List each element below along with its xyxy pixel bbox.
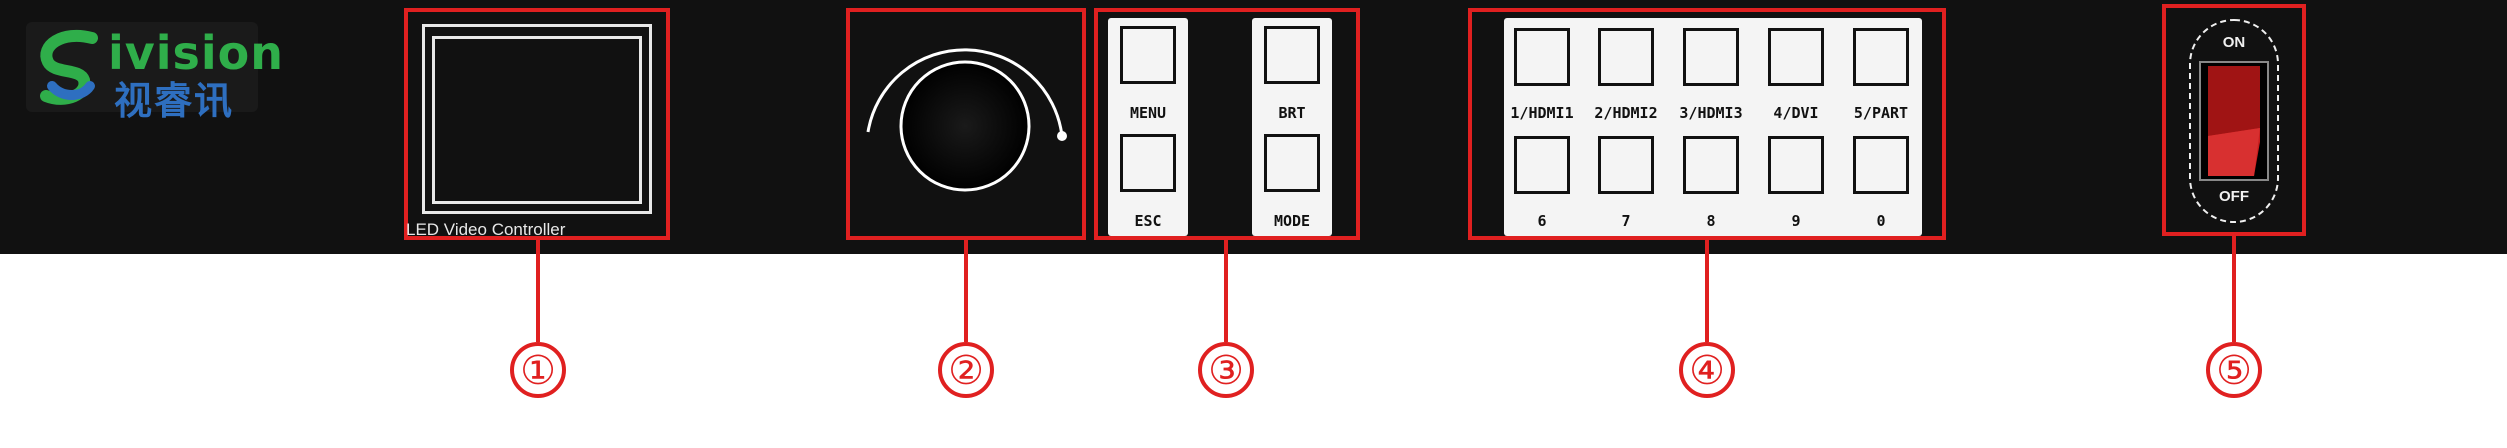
mode-key[interactable] [1264, 134, 1320, 192]
input-key-4-label: 4/DVI [1773, 104, 1819, 122]
callout-number-4: ④ [1679, 342, 1735, 398]
input-key-1-label: 1/HDMI1 [1510, 104, 1574, 122]
input-key-5-label: 5/PART [1853, 104, 1909, 122]
callout-number-3: ③ [1198, 342, 1254, 398]
input-key-5[interactable] [1853, 28, 1909, 86]
input-key-1[interactable] [1514, 28, 1570, 86]
callout-number-1: ① [510, 342, 566, 398]
callout-line-5 [2232, 236, 2236, 342]
input-key-2[interactable] [1598, 28, 1654, 86]
number-key-8-label: 8 [1706, 212, 1716, 230]
mode-key-label: MODE [1273, 212, 1311, 230]
number-key-6-label: 6 [1537, 212, 1547, 230]
knob-dial [899, 60, 1031, 192]
menu-key-label: MENU [1129, 104, 1167, 122]
brt-key[interactable] [1264, 26, 1320, 84]
function-keys-highlight-box [1094, 8, 1360, 240]
lcd-screen-frame [422, 24, 652, 214]
number-key-0[interactable] [1853, 136, 1909, 194]
number-key-0-label: 0 [1876, 212, 1886, 230]
lcd-label: LED Video Controller [406, 220, 566, 239]
menu-key[interactable] [1120, 26, 1176, 84]
logo-brand-text: ivision [108, 26, 285, 80]
callout-number-2: ② [938, 342, 994, 398]
number-key-7-label: 7 [1621, 212, 1631, 230]
number-key-7[interactable] [1598, 136, 1654, 194]
callout-number-5: ⑤ [2206, 342, 2262, 398]
number-key-6[interactable] [1514, 136, 1570, 194]
callout-line-3 [1224, 240, 1228, 342]
logo-chinese-text: 视睿讯 [114, 79, 235, 123]
number-key-9[interactable] [1768, 136, 1824, 194]
brt-key-label: BRT [1278, 104, 1306, 122]
knob-indicator-dot [1057, 131, 1067, 141]
input-key-2-label: 2/HDMI2 [1594, 104, 1658, 122]
lcd-screen [432, 36, 642, 204]
input-key-4[interactable] [1768, 28, 1824, 86]
knob-highlight-box [846, 8, 1086, 240]
number-key-8[interactable] [1683, 136, 1739, 194]
callout-line-2 [964, 240, 968, 342]
input-key-3-label: 3/HDMI3 [1679, 104, 1743, 122]
esc-key-label: ESC [1134, 212, 1162, 230]
callout-line-1 [536, 240, 540, 342]
input-key-3[interactable] [1683, 28, 1739, 86]
callout-line-4 [1705, 240, 1709, 342]
brand-logo: ivision 视睿讯 [26, 22, 283, 123]
input-keys-highlight-box [1468, 8, 1946, 240]
power-switch-highlight-box [2162, 4, 2306, 236]
device-front-panel: ivision 视睿讯 LED Video Controller MENU BR… [0, 0, 2507, 254]
number-key-9-label: 9 [1791, 212, 1801, 230]
swirl-logo-icon [40, 29, 98, 105]
esc-key[interactable] [1120, 134, 1176, 192]
switch-on-label: ON [2222, 34, 2246, 51]
knob-arc-icon [866, 48, 1064, 137]
lcd-highlight-box [404, 8, 670, 240]
rocker-switch-icon[interactable] [2186, 18, 2282, 224]
switch-off-label: OFF [2219, 188, 2249, 205]
rotary-knob[interactable] [856, 40, 1076, 220]
